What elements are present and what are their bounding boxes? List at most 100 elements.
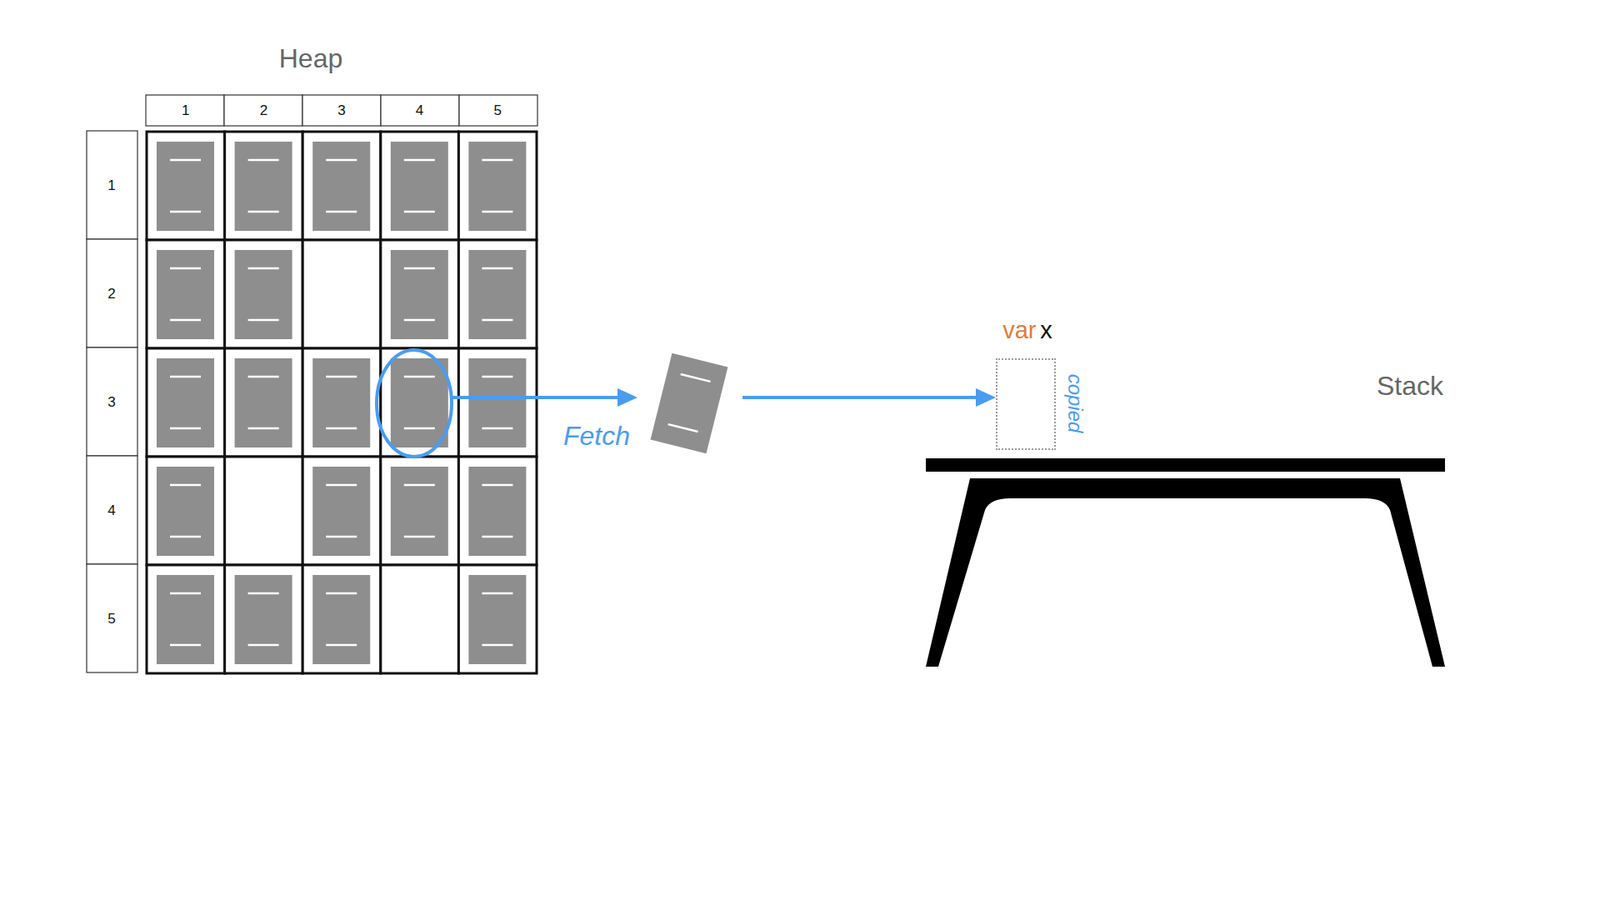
heap-cell: [146, 348, 225, 457]
arrow-line: [537, 395, 976, 400]
stack-slot: varx: [995, 358, 1056, 450]
book-cover: [312, 141, 370, 231]
book-line: [248, 427, 280, 430]
book-line: [170, 375, 201, 379]
column-header-cell: [145, 95, 225, 126]
book-icon: [312, 358, 370, 448]
book-line: [668, 424, 699, 432]
book-icon: [235, 575, 293, 665]
row-number: 5: [107, 610, 115, 628]
book-cover: [156, 141, 215, 231]
heap-cell: [458, 456, 537, 565]
book-cover: [312, 358, 370, 448]
book-cover: [390, 250, 449, 340]
book-line: [481, 484, 513, 487]
book-line: [481, 427, 513, 430]
column-number: 3: [337, 102, 345, 120]
heap-cell: [380, 456, 460, 565]
book-line: [325, 644, 357, 647]
book-cover: [468, 466, 526, 556]
book-line: [170, 644, 201, 647]
heap-cell: [302, 565, 381, 674]
book-line: [404, 319, 435, 322]
row-header-cell: [86, 347, 138, 456]
heap-cell: [225, 565, 304, 674]
row-number: 4: [107, 502, 115, 520]
row-number: 3: [107, 394, 115, 411]
book-icon: [235, 358, 293, 448]
book-cover: [235, 141, 293, 231]
book-line: [248, 319, 280, 322]
book-line: [481, 592, 513, 595]
book-cover: [468, 141, 526, 231]
row-header-cell: [86, 564, 138, 673]
book-icon: [235, 141, 293, 231]
book-line: [170, 484, 201, 487]
book-line: [170, 427, 201, 430]
book-line: [248, 210, 280, 214]
heap-cell: [458, 240, 537, 349]
heap-cell: [380, 240, 460, 349]
book-cover: [468, 250, 526, 340]
book-line: [325, 159, 357, 162]
book-cover: [156, 575, 215, 665]
book-icon: [156, 141, 215, 231]
column-number: 4: [415, 102, 424, 120]
book-line: [248, 644, 280, 647]
book-cover: [156, 466, 215, 556]
book-line: [481, 319, 513, 322]
highlight-ellipse: [376, 350, 452, 457]
book-icon: [156, 466, 215, 556]
book-cover: [235, 575, 293, 665]
book-line: [325, 535, 357, 539]
book-line: [481, 644, 513, 647]
node-heading: var: [1002, 316, 1036, 345]
heap-cell: [380, 131, 460, 240]
book-line: [248, 267, 280, 270]
book-cover: [235, 358, 293, 448]
heap-cell: [380, 565, 460, 674]
book-cover: [156, 250, 215, 340]
book-icon: [468, 358, 526, 448]
book-cover: [312, 466, 370, 556]
table-top: [925, 458, 1445, 472]
book-line: [680, 374, 711, 382]
book-line: [325, 375, 357, 379]
book-cover: [390, 358, 449, 448]
book-icon: [156, 358, 215, 448]
heap-cell: [302, 240, 381, 349]
heap-cell: [302, 348, 381, 457]
book-cover: [390, 141, 449, 231]
book-icon: [390, 358, 449, 448]
book-line: [248, 375, 280, 379]
book-line: [170, 592, 201, 595]
fetch-lead-line: [451, 395, 539, 400]
book-line: [481, 210, 513, 214]
book-icon: [468, 575, 526, 665]
book-icon: [390, 466, 449, 556]
stack-label: Stack: [1376, 370, 1444, 402]
arrow-head: [975, 388, 996, 407]
column-header-cell: [459, 95, 538, 126]
fetch-arrow: [537, 388, 996, 407]
book-line: [404, 375, 435, 379]
book-line: [481, 535, 513, 539]
book-line: [170, 319, 201, 322]
book-line: [481, 375, 513, 379]
node-heading: x: [1040, 316, 1053, 345]
heap-cell: [146, 240, 225, 349]
book-line: [404, 427, 435, 430]
row-header-cell: [86, 455, 138, 565]
book-line: [170, 535, 201, 539]
column-number: 5: [493, 102, 501, 120]
book-cover: [235, 250, 293, 340]
column-header-cell: [302, 95, 381, 126]
book-icon: [156, 575, 215, 665]
column-number: 2: [260, 102, 268, 120]
book-icon: [312, 466, 370, 556]
heap-cell: [380, 348, 460, 457]
book-icon: [390, 250, 449, 340]
heap-cell: [225, 240, 304, 349]
heap-cell: [302, 131, 381, 240]
book-icon: [312, 141, 370, 231]
